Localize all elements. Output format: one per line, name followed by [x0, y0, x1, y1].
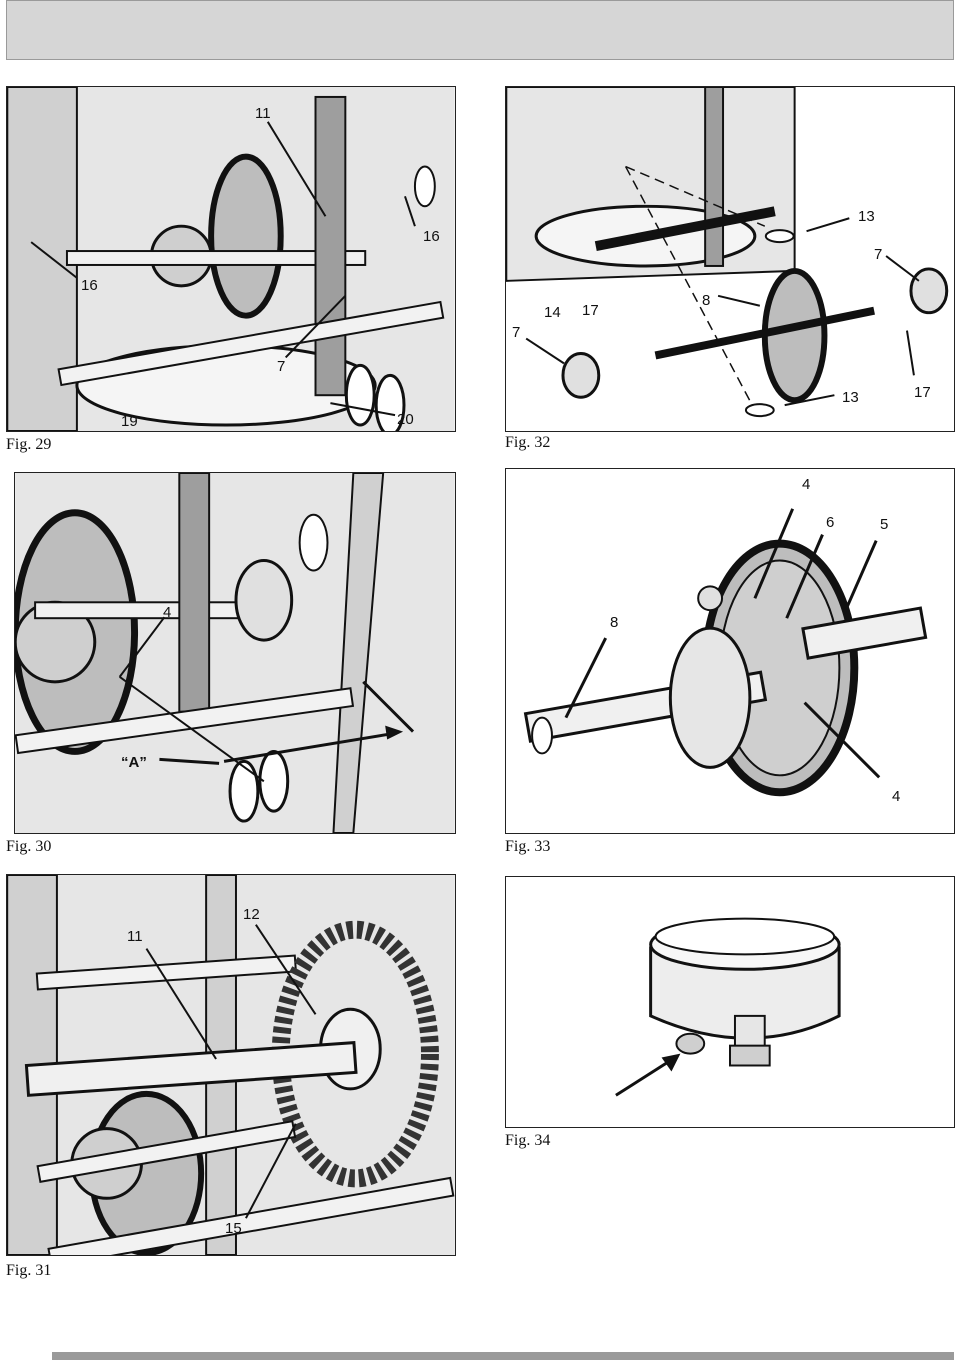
figure-30-frame: 4 “A”	[14, 472, 456, 834]
fig33-label-4-top: 4	[802, 476, 811, 493]
figure-34-frame	[505, 876, 955, 1128]
fig32-caption: Fig. 32	[505, 434, 551, 451]
page-footer-bar	[52, 1352, 954, 1360]
figure-31-illustration	[7, 875, 455, 1255]
figure-30-illustration	[15, 473, 455, 833]
figure-33-frame: 4 6 5 8 4	[505, 468, 955, 834]
figure-34-illustration	[615, 917, 841, 1097]
fig32-label-8: 8	[702, 292, 711, 309]
fig29-label-19: 19	[121, 413, 138, 430]
page-header-bar	[6, 0, 954, 60]
fig32-label-7-right: 7	[874, 246, 883, 263]
fig31-label-12: 12	[243, 906, 260, 923]
fig33-caption: Fig. 33	[505, 838, 551, 855]
figure-29-frame: 11 16 16 7 19 20	[6, 86, 456, 432]
fig32-label-13-bottom: 13	[842, 389, 859, 406]
figure-32-frame: 13 7 14 17 8 7 13 17	[505, 86, 955, 432]
fig32-label-14: 14	[544, 304, 561, 321]
fig33-label-8: 8	[610, 614, 619, 631]
figure-31-frame: 11 12 15	[6, 874, 456, 1256]
fig29-label-20: 20	[397, 411, 414, 428]
fig30-label-4: 4	[163, 604, 172, 621]
fig34-caption: Fig. 34	[505, 1132, 551, 1149]
fig30-label-A: “A”	[121, 754, 147, 771]
fig29-label-7: 7	[277, 358, 286, 375]
fig32-label-17-left: 17	[582, 302, 599, 319]
fig29-label-11: 11	[255, 105, 271, 122]
fig32-label-13-top: 13	[858, 208, 875, 225]
fig30-caption: Fig. 30	[6, 838, 52, 855]
fig32-label-17-right: 17	[914, 384, 931, 401]
fig33-label-5: 5	[880, 516, 889, 533]
figure-29-illustration	[7, 87, 455, 431]
figure-32-illustration	[506, 87, 949, 418]
fig29-label-16-left: 16	[81, 277, 98, 294]
fig29-label-16-right: 16	[423, 228, 440, 245]
fig32-label-7-left: 7	[512, 324, 521, 341]
fig33-label-6: 6	[826, 514, 835, 531]
figure-33-illustration	[523, 508, 928, 797]
fig31-caption: Fig. 31	[6, 1262, 52, 1279]
fig31-label-11: 11	[127, 928, 143, 945]
fig33-label-4-bottom: 4	[892, 788, 901, 805]
fig29-caption: Fig. 29	[6, 436, 52, 453]
fig31-label-15: 15	[225, 1220, 242, 1237]
